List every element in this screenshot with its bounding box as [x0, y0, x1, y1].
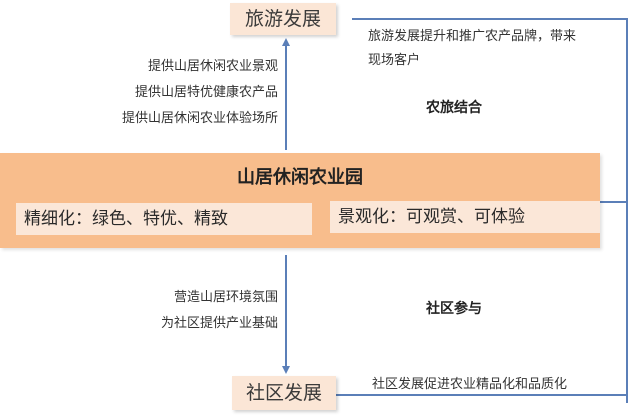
- tourism-development-node: 旅游发展: [230, 3, 336, 35]
- top-connector-line: [352, 18, 627, 20]
- note-line: 提供山居特优健康农产品: [134, 85, 278, 100]
- landscape-box: 景观化：可观赏、可体验: [330, 201, 600, 233]
- tourism-development-label: 旅游发展: [244, 8, 321, 30]
- lower-vertical-connector: [285, 255, 287, 367]
- right-connector-line: [626, 18, 628, 403]
- community-development-node: 社区发展: [232, 376, 336, 410]
- note-line: 提供山居休闲农业体验场所: [121, 111, 278, 126]
- lower-right-note: 社区发展促进农业精品化和品质化: [372, 377, 568, 392]
- agri-tourism-label: 农旅结合: [426, 100, 482, 116]
- leisure-agriculture-park: 山居休闲农业园 精细化：绿色、特优、精致 景观化：可观赏、可体验: [0, 153, 600, 248]
- lower-left-notes: 营造山居环境氛围 为社区提供产业基础: [161, 285, 278, 337]
- note-line: 旅游发展提升和推广农产品牌，带来: [368, 29, 577, 44]
- refinement-box: 精细化：绿色、特优、精致: [16, 203, 312, 235]
- note-line: 现场客户: [368, 53, 421, 68]
- upper-left-notes: 提供山居休闲农业景观 提供山居特优健康农产品 提供山居休闲农业体验场所: [122, 54, 278, 132]
- community-development-label: 社区发展: [245, 382, 322, 404]
- landscape-label: 景观化：可观赏、可体验: [338, 207, 525, 227]
- park-title: 山居休闲农业园: [237, 167, 363, 188]
- bottom-connector-line: [336, 394, 627, 396]
- park-entry-line: [598, 201, 626, 203]
- arrow-up-icon: [281, 38, 290, 46]
- upper-vertical-connector: [285, 44, 287, 150]
- refinement-label: 精细化：绿色、特优、精致: [24, 209, 228, 229]
- upper-right-note: 旅游发展提升和推广农产品牌，带来 现场客户: [368, 25, 576, 73]
- community-participation-label: 社区参与: [426, 301, 482, 317]
- note-line: 营造山居环境氛围: [173, 290, 278, 305]
- note-line: 提供山居休闲农业景观: [147, 59, 278, 74]
- arrow-down-icon: [281, 366, 290, 374]
- note-line: 为社区提供产业基础: [160, 316, 278, 331]
